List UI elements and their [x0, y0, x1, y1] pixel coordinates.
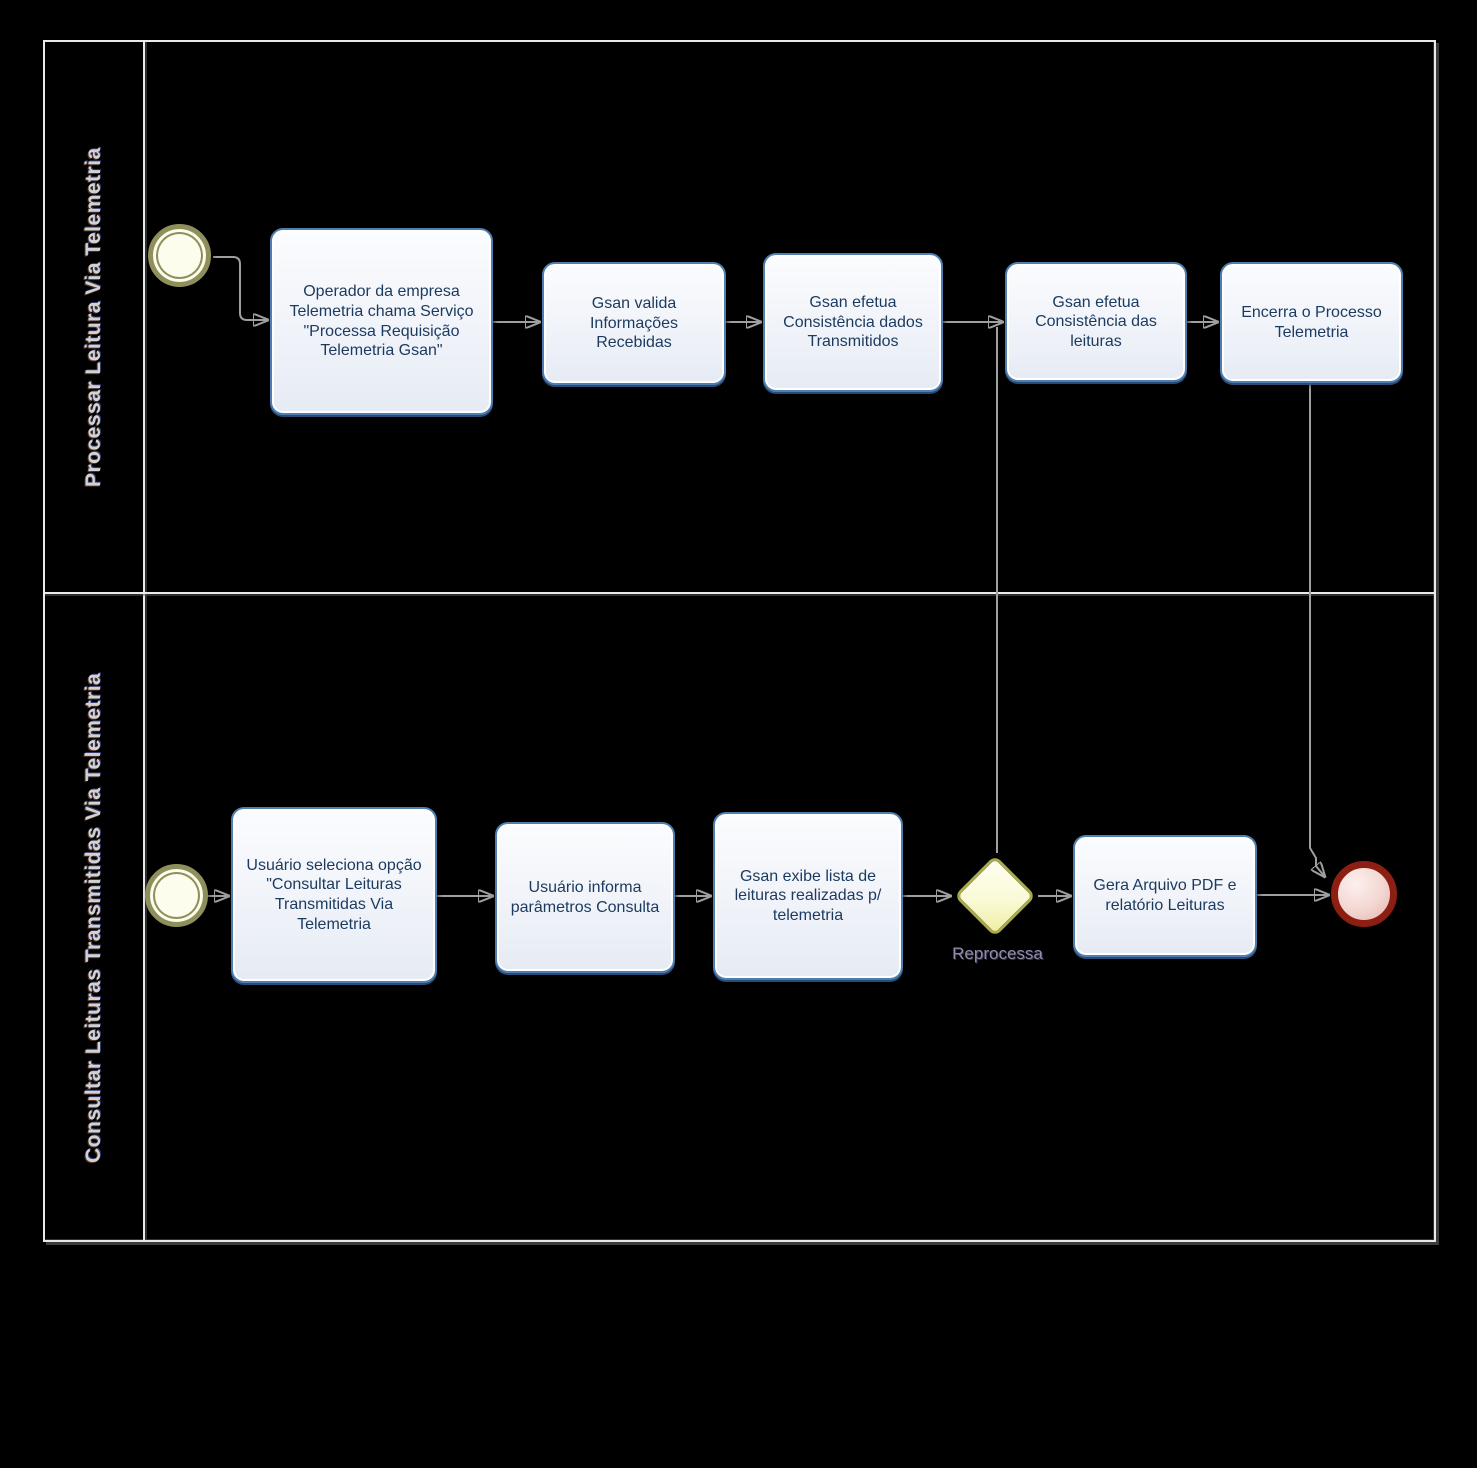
task-gera-arquivo-pdf: Gera Arquivo PDF e relatório Leituras	[1073, 835, 1257, 957]
task-encerra-processo: Encerra o Processo Telemetria	[1220, 262, 1403, 383]
gateway-label: Reprocessa	[952, 944, 1043, 963]
lane-label-band-divider	[143, 42, 145, 1240]
task-gsan-consistencia-leituras: Gsan efetua Consistência das leituras	[1005, 262, 1187, 382]
lane-label-consultar-leituras: Consultar Leituras Transmitidas Via Tele…	[82, 672, 105, 1164]
task-gsan-exibe-lista: Gsan exibe lista de leituras realizadas …	[713, 812, 903, 980]
task-usuario-seleciona-opcao: Usuário seleciona opção "Consultar Leitu…	[231, 807, 437, 983]
start-event-consultar	[145, 864, 208, 927]
task-operador-chama-servico: Operador da empresa Telemetria chama Ser…	[270, 228, 493, 415]
start-event-processar	[148, 224, 211, 287]
task-usuario-informa-parametros: Usuário informa parâmetros Consulta	[495, 822, 675, 973]
task-gsan-consistencia-dados: Gsan efetua Consistência dados Transmiti…	[763, 253, 943, 392]
task-gsan-valida-informacoes: Gsan valida Informações Recebidas	[542, 262, 726, 385]
lane-label-processar-leitura: Processar Leitura Via Telemetria	[82, 147, 105, 487]
process-pool: Processar Leitura Via Telemetria Consult…	[43, 40, 1436, 1242]
lane-divider	[45, 592, 1434, 594]
end-event	[1331, 861, 1397, 927]
